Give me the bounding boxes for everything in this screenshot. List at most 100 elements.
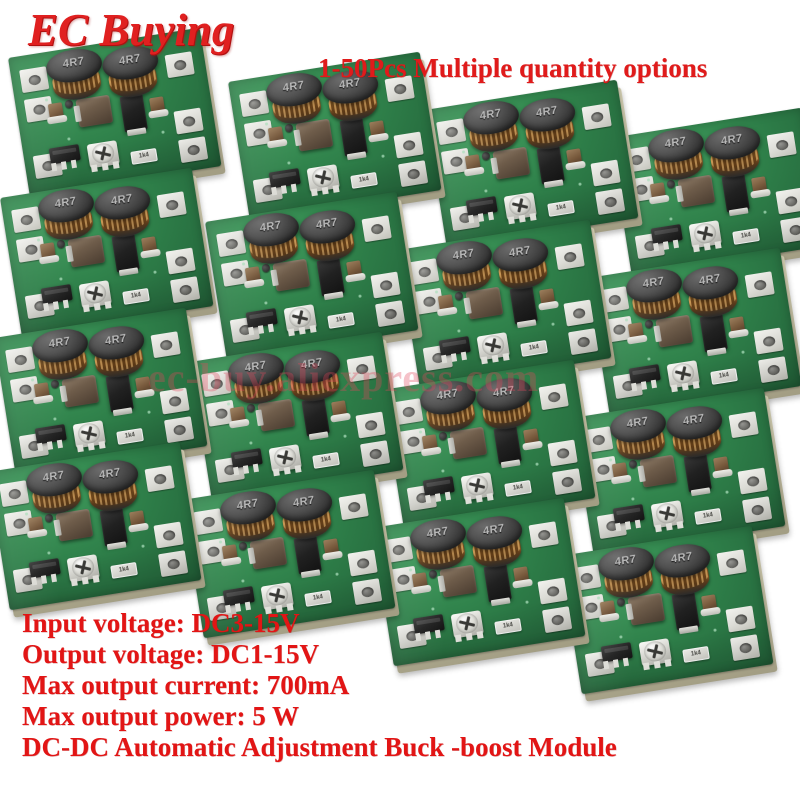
terminal-pad (150, 331, 181, 359)
terminal-pad (741, 496, 773, 524)
inductor-label: 4R7 (614, 553, 637, 569)
silkscreen-dot (551, 322, 555, 326)
silkscreen-dot (619, 635, 623, 639)
terminal-pad (436, 118, 467, 146)
pad-hole (555, 447, 570, 459)
terminal-pad (725, 605, 756, 633)
terminal-pad (359, 440, 391, 468)
power-inductor: 4R7 (240, 209, 304, 270)
pad-hole (591, 433, 605, 446)
spec-output-voltage: Output voltage: DC1-15V (22, 639, 319, 669)
terminal-pad (775, 187, 800, 215)
silkscreen-dot (59, 277, 63, 281)
inductor-label: 4R7 (259, 219, 282, 235)
silkscreen-dot (631, 497, 635, 501)
trimmer-potentiometer (503, 189, 537, 225)
resistor-code-label: 1k4 (138, 152, 150, 160)
pad-hole (166, 557, 180, 570)
pad-hole (24, 243, 38, 256)
smd-resistor: 1k4 (710, 367, 738, 385)
inductor-label: 4R7 (48, 335, 71, 351)
pad-hole (178, 283, 192, 296)
pad-hole (738, 641, 752, 654)
pad-hole (576, 335, 590, 348)
inductor-label: 4R7 (535, 104, 558, 120)
pad-hole (736, 418, 751, 431)
pad-hole (12, 517, 26, 530)
smd-capacitor (135, 376, 152, 396)
pad-hole (18, 383, 32, 396)
terminal-pad (165, 247, 196, 275)
pad-hole (214, 407, 228, 420)
terminal-pad (528, 521, 559, 549)
terminal-pad (338, 493, 369, 521)
terminal-pad (0, 480, 30, 508)
pad-hole (612, 323, 626, 336)
terminal-pad (563, 299, 594, 327)
resistor-code-label: 1k4 (718, 372, 730, 380)
terminal-pad (757, 356, 789, 384)
silkscreen-dot (53, 417, 57, 421)
terminal-pad (547, 439, 578, 467)
silkscreen-dot (343, 434, 347, 438)
pad-hole (27, 73, 41, 86)
power-inductor: 4R7 (474, 374, 537, 435)
power-inductor: 4R7 (623, 265, 687, 326)
pad-hole (252, 127, 266, 140)
silkscreen-dot (441, 469, 445, 473)
terminal-pad (361, 215, 392, 243)
terminal-pad (567, 328, 599, 356)
spec-input-voltage: Input voltage: DC3-15V (22, 608, 300, 638)
terminal-pad (346, 355, 377, 383)
spec-product-title: DC-DC Automatic Adjustment Buck -boost M… (22, 732, 617, 762)
smd-capacitor (523, 428, 540, 448)
terminal-pad (239, 90, 270, 118)
pad-hole (369, 222, 384, 235)
pad-hole (766, 363, 780, 376)
pad-hole (449, 155, 463, 168)
silkscreen-dot (147, 410, 151, 414)
power-inductor: 4R7 (680, 262, 743, 323)
smd-resistor: 1k4 (504, 479, 532, 497)
pad-hole (383, 307, 397, 320)
pad-hole (167, 395, 182, 407)
power-inductor: 4R7 (35, 185, 99, 246)
resistor-code-label: 1k4 (335, 316, 347, 324)
trimmer-potentiometer (86, 137, 120, 173)
terminal-pad (144, 465, 175, 493)
smd-capacitor (346, 260, 363, 280)
pad-hole (32, 103, 46, 116)
resistor-code-label: 1k4 (555, 204, 567, 212)
smd-resistor: 1k4 (110, 561, 138, 579)
pad-hole (346, 500, 361, 513)
power-inductor: 4R7 (664, 402, 727, 463)
inductor-label: 4R7 (642, 275, 665, 291)
pad-hole (733, 613, 748, 625)
pad-hole (562, 250, 577, 263)
pad-hole (761, 335, 776, 347)
power-inductor: 4R7 (225, 349, 289, 410)
smd-resistor: 1k4 (304, 589, 332, 607)
resistor-code-label: 1k4 (690, 650, 702, 658)
inductor-label: 4R7 (698, 272, 721, 288)
power-inductor: 4R7 (217, 487, 281, 548)
inductor-label: 4R7 (42, 469, 65, 485)
smd-resistor: 1k4 (116, 427, 144, 445)
trimmer-potentiometer (638, 635, 672, 671)
pad-hole (603, 195, 617, 208)
smd-capacitor (701, 594, 718, 614)
terminal-pad (163, 416, 195, 444)
terminal-pad (157, 550, 189, 578)
terminal-pad (5, 346, 36, 374)
inductor-label: 4R7 (292, 494, 315, 510)
pad-hole (247, 97, 261, 110)
terminal-pad (590, 159, 621, 187)
smd-capacitor (566, 148, 583, 168)
pad-hole (546, 390, 561, 403)
silkscreen-dot (249, 441, 253, 445)
terminal-pad (159, 387, 190, 415)
pad-hole (172, 58, 187, 71)
power-inductor: 4R7 (86, 322, 149, 383)
pad-hole (589, 110, 604, 123)
